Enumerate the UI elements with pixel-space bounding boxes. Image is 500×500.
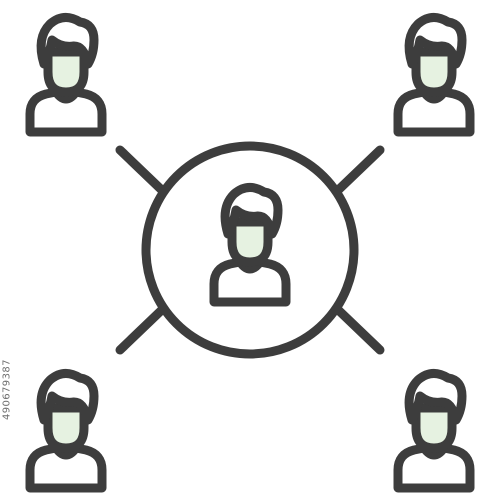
connector-bottom-right	[327, 299, 385, 355]
stock-id-watermark: 490679387	[1, 359, 13, 420]
person-top-left-icon	[30, 17, 102, 132]
person-bottom-right-icon	[398, 373, 470, 488]
connector-top-left	[115, 145, 173, 201]
connector-top-right	[327, 145, 385, 201]
person-top-right-icon	[398, 17, 470, 132]
person-bottom-left-icon	[30, 373, 102, 488]
connector-bottom-left	[115, 299, 173, 355]
connector-lines	[115, 145, 385, 355]
